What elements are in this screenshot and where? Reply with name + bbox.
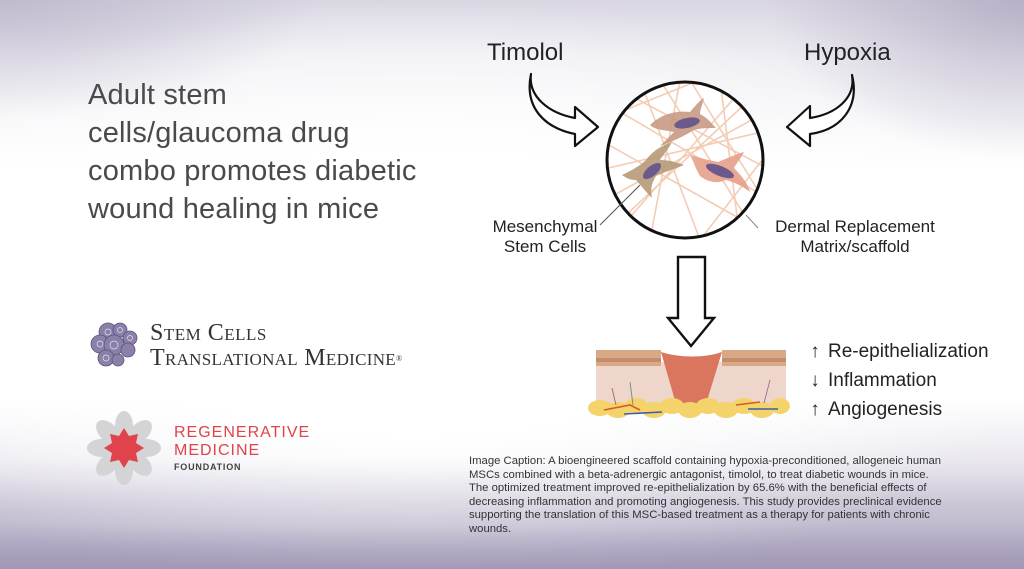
magnified-view-circle: [605, 80, 765, 240]
stc-logo-line2: Translational Medicine: [150, 345, 396, 371]
background-gradient-top-left: [0, 0, 320, 120]
image-caption: Image Caption: A bioengineered scaffold …: [469, 455, 942, 535]
outcome-angiogenesis: ↑ Angiogenesis: [806, 395, 989, 424]
outcome-inflammation: ↓ Inflammation: [806, 366, 989, 395]
arrow-up-icon: ↑: [810, 399, 820, 420]
curved-arrow-right-icon: [528, 72, 600, 148]
rmf-logo-line2: MEDICINE: [174, 442, 261, 459]
stem-cells-translational-medicine-logo: Stem Cells Translational Medicine®: [86, 318, 402, 374]
headline: Adult stem cells/glaucoma drug combo pro…: [88, 76, 488, 228]
rmf-logo-line3: FOUNDATION: [174, 462, 242, 472]
headline-line: combo promotes diabetic: [88, 155, 417, 187]
outcome-re-epithelialization: ↑ Re-epithelialization: [806, 337, 989, 366]
arrow-down-icon: ↓: [810, 370, 820, 391]
dermal-label-line2: Matrix/scaffold: [800, 237, 910, 256]
outcomes-list: ↑ Re-epithelialization ↓ Inflammation ↑ …: [806, 337, 989, 424]
stc-logo-line1: Stem Cells: [150, 320, 267, 346]
healed-wound-skin-illustration: [588, 350, 790, 418]
cell-cluster-icon: [90, 322, 138, 367]
regenerative-medicine-foundation-logo: REGENERATIVE MEDICINE FOUNDATION: [86, 410, 310, 486]
timolol-label: Timolol: [487, 39, 564, 66]
rmf-logo-line1: REGENERATIVE: [174, 424, 311, 441]
headline-line: wound healing in mice: [88, 193, 380, 225]
dermal-label-line1: Dermal Replacement: [775, 217, 935, 236]
msc-label-line1: Mesenchymal: [492, 217, 598, 236]
msc-label-line2: Stem Cells: [503, 237, 587, 256]
outcome-label: Angiogenesis: [828, 399, 943, 420]
headline-line: Adult stem: [88, 79, 227, 111]
hypoxia-label: Hypoxia: [804, 39, 891, 66]
outcome-label: Inflammation: [828, 370, 937, 391]
background-gradient-bottom: [0, 459, 1024, 569]
star-flower-icon: [87, 411, 161, 485]
down-arrow-icon: [665, 255, 717, 348]
outcome-label: Re-epithelialization: [828, 341, 989, 362]
curved-arrow-left-icon: [785, 73, 855, 148]
dermal-matrix-label: Dermal Replacement Matrix/scaffold: [760, 217, 950, 257]
scaffold-fibers: [607, 82, 763, 238]
registered-mark: ®: [395, 354, 403, 363]
mesenchymal-stem-cells-label: Mesenchymal Stem Cells: [480, 217, 610, 257]
arrow-up-icon: ↑: [810, 341, 820, 362]
headline-line: cells/glaucoma drug: [88, 117, 350, 149]
